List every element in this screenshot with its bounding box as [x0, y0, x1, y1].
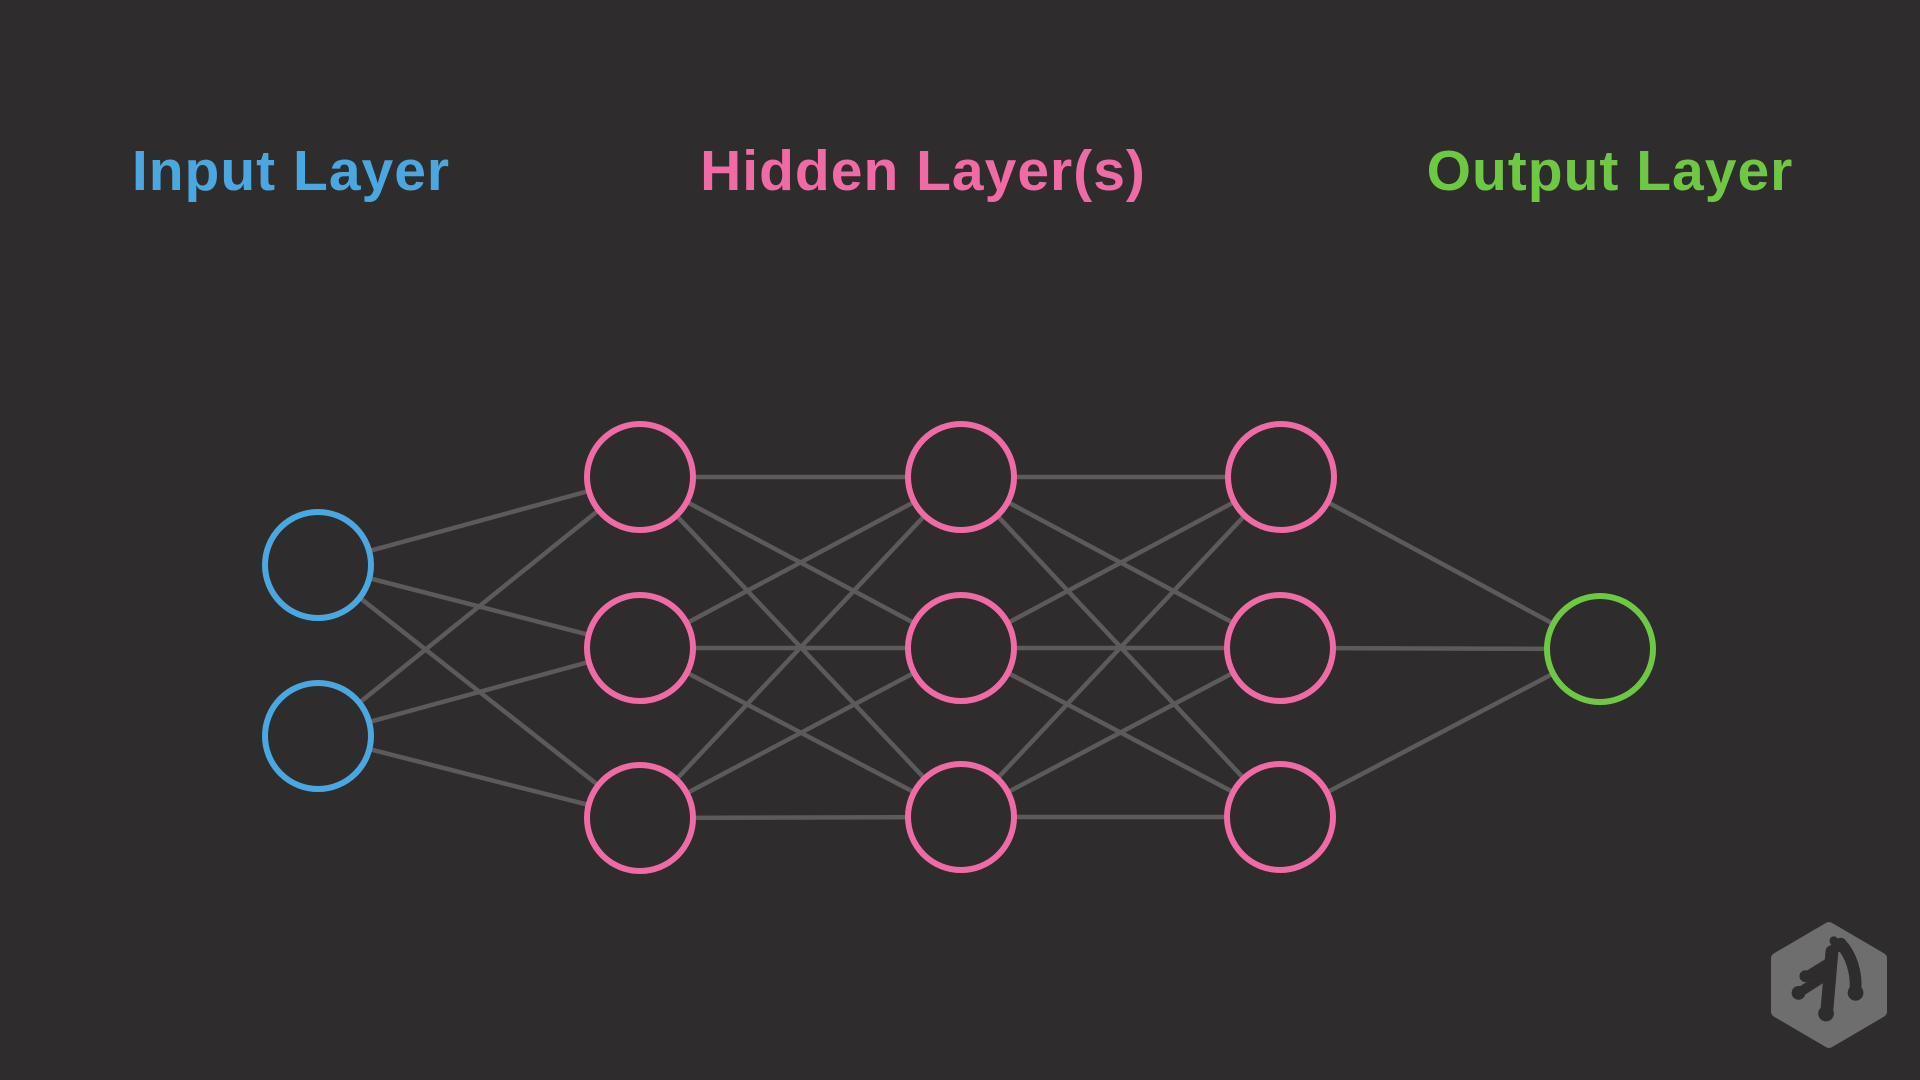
edge-hidden-1-to-hidden-2 [638, 475, 963, 820]
edge-input-to-hidden-1 [316, 475, 642, 738]
output-node-1 [1544, 593, 1656, 705]
input-layer-label: Input Layer [131, 139, 451, 203]
edge-hidden-1-to-hidden-2 [638, 475, 963, 650]
output-layer-label: Output Layer [1426, 139, 1794, 203]
hidden-3-node-3 [1224, 761, 1336, 873]
input-node-1 [262, 509, 374, 621]
input-node-2 [262, 680, 374, 792]
hidden-3-node-1 [1225, 421, 1337, 533]
edge-hidden-3-to-output [1278, 647, 1602, 819]
hidden-layer-label: Hidden Layer(s) [700, 139, 1146, 203]
edge-hidden-2-to-hidden-3 [959, 475, 1283, 650]
edge-hidden-3-to-output [1279, 475, 1602, 651]
nodes-group [262, 421, 1656, 874]
hidden-1-node-2 [584, 592, 696, 704]
edge-hidden-1-to-hidden-2 [638, 646, 963, 820]
hidden-3-node-2 [1224, 592, 1336, 704]
logo-tree-cutout [1791, 936, 1864, 1022]
treehouse-logo-icon [1770, 922, 1888, 1048]
hidden-2-node-3 [905, 761, 1017, 873]
hidden-1-node-3 [584, 762, 696, 874]
edge-hidden-2-to-hidden-3 [959, 475, 1283, 819]
hidden-1-node-1 [584, 421, 696, 533]
hidden-2-node-2 [905, 592, 1017, 704]
edge-hidden-2-to-hidden-3 [959, 646, 1282, 819]
hidden-2-node-1 [905, 421, 1017, 533]
